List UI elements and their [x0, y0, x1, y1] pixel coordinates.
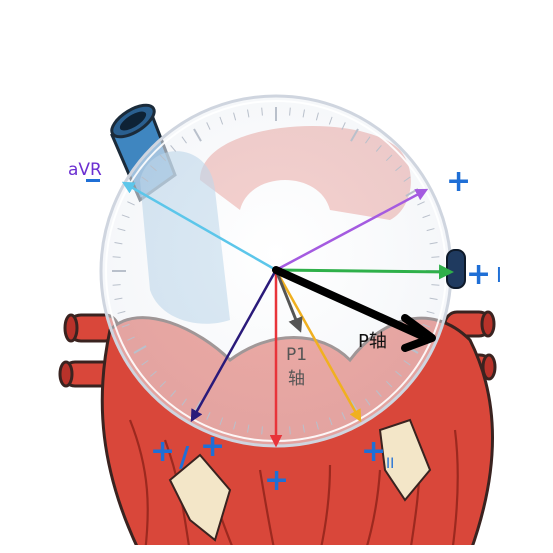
lead-ii-label: II — [386, 456, 394, 472]
avr-negative-sign — [86, 179, 100, 182]
dial-tick — [429, 297, 438, 300]
left-vessels — [58, 313, 120, 388]
plus-icon-lead-i: + — [466, 257, 491, 292]
dial-tick — [350, 128, 359, 142]
dial-tick — [233, 112, 237, 121]
dial-tick — [206, 122, 211, 130]
dial-tick — [315, 421, 319, 430]
upper-left-vector — [275, 188, 429, 272]
valve-chordae — [168, 418, 432, 542]
plus-icon-lead-iii: + — [150, 434, 175, 469]
dial-tick — [117, 310, 126, 314]
avr-vector — [121, 181, 277, 272]
dial-tick — [159, 154, 167, 162]
lead-labels: aVR I II P轴 P1 轴 — [68, 160, 502, 472]
dial-tick — [233, 421, 237, 430]
dial-tick — [127, 336, 135, 341]
dial-tick — [127, 201, 135, 206]
p1-axis-label-line1: P1 — [286, 345, 307, 365]
avr-label: aVR — [68, 160, 102, 180]
dial-tick — [150, 370, 157, 377]
dial-tick — [395, 370, 402, 377]
dial-tick — [365, 136, 371, 144]
dial-tick — [365, 398, 371, 406]
dial-tick — [219, 116, 224, 125]
dial-tick — [431, 256, 440, 258]
dial-tick — [385, 154, 393, 162]
plus-icon-upper-right: + — [446, 164, 471, 199]
dial-tick — [181, 136, 187, 144]
lead-i-label: I — [496, 263, 502, 287]
dial-tick — [431, 284, 440, 286]
dial-tick — [403, 360, 411, 366]
dial-tick — [426, 228, 435, 232]
dial-tick — [150, 165, 157, 172]
dial-tick — [159, 380, 167, 388]
dial-tick — [385, 380, 393, 388]
dial-tick — [206, 412, 211, 420]
dial-tick — [170, 390, 177, 397]
dial-tick — [170, 145, 177, 152]
dial-tick — [341, 412, 346, 420]
plus-icon-avf: + — [264, 463, 289, 498]
dial-tick — [426, 310, 435, 314]
p1-axis-vector — [274, 269, 303, 333]
dial-tick — [403, 176, 411, 182]
dial-tick — [141, 176, 149, 182]
dial-tick — [375, 145, 382, 152]
dial-tick — [121, 214, 130, 219]
p-axis-label: P轴 — [358, 331, 387, 352]
dial-tick — [112, 284, 121, 286]
dial-tick — [121, 323, 130, 328]
dial-tick — [219, 417, 224, 426]
dial-tick — [247, 109, 250, 118]
dial-tick — [395, 165, 402, 172]
plus-icon-lead-ii: + — [361, 434, 386, 469]
dial-tick — [328, 116, 333, 125]
dial-tick — [289, 107, 291, 116]
lead-iii-vector — [190, 269, 278, 423]
dial-tick — [193, 128, 202, 142]
dial-tick — [417, 201, 425, 206]
dial-tick — [341, 122, 346, 130]
dial-tick — [422, 323, 431, 328]
lead-i-vector — [275, 264, 454, 280]
p-axis-vector — [272, 266, 436, 352]
dial-tick — [141, 360, 149, 366]
slash-mark: / — [179, 440, 190, 473]
dial-tick — [247, 424, 250, 433]
dial-tick — [114, 297, 123, 300]
dial-tick — [117, 228, 126, 232]
dial-tick — [302, 109, 305, 118]
dial-tick — [375, 390, 382, 397]
dial-tick — [261, 107, 263, 116]
axis-vectors — [121, 181, 454, 448]
dial-tick — [422, 214, 431, 219]
lead-ii-vector — [274, 269, 362, 423]
dial-knob — [446, 249, 466, 289]
dial-tick — [114, 242, 123, 245]
dial-tick — [261, 426, 263, 435]
dial-tick — [181, 398, 187, 406]
dial-tick — [133, 345, 147, 354]
dial-tick — [328, 417, 333, 426]
positive-poles: + + + / + + + — [150, 164, 491, 498]
dial-tick — [315, 112, 319, 121]
plus-icon-lead-iii-b: + — [200, 429, 225, 464]
dial-tick — [429, 242, 438, 245]
dial-tick — [302, 424, 305, 433]
dial-tick — [112, 256, 121, 258]
p1-axis-label-line2: 轴 — [288, 369, 305, 389]
dial-tick — [289, 426, 291, 435]
